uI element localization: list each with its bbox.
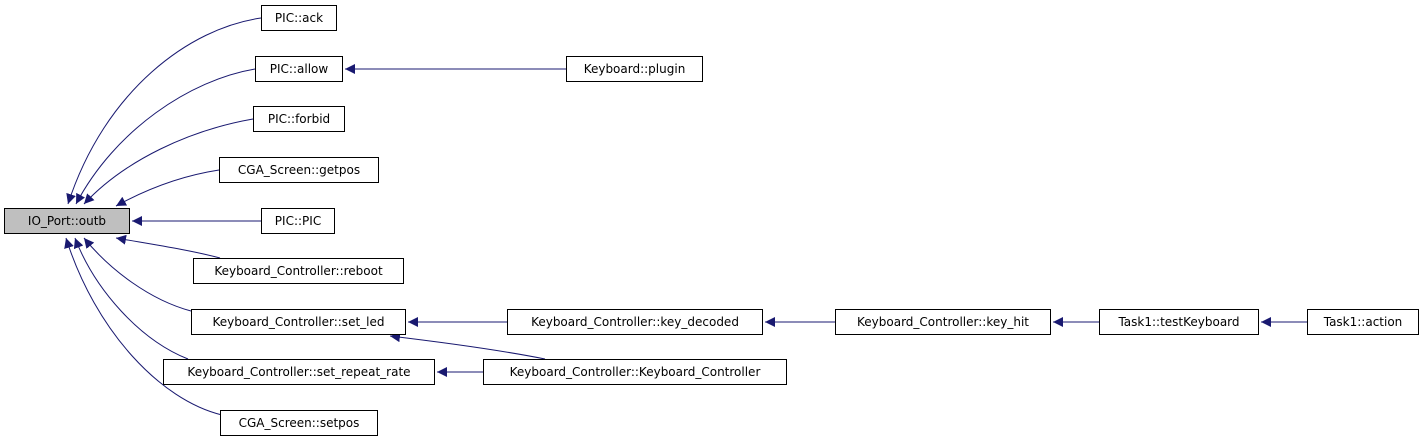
node-kc-key-hit[interactable]: Keyboard_Controller::key_hit	[835, 309, 1051, 335]
node-kc-constructor[interactable]: Keyboard_Controller::Keyboard_Controller	[483, 359, 787, 385]
node-ioport-outb: IO_Port::outb	[4, 208, 130, 234]
node-pic-forbid[interactable]: PIC::forbid	[253, 106, 345, 132]
edge-pic-forbid-to-ioport-outb	[83, 118, 254, 205]
edge-pic-allow-to-ioport-outb	[75, 68, 256, 205]
node-kc-reboot[interactable]: Keyboard_Controller::reboot	[193, 258, 404, 284]
edge-kc-ctor-to-kc-set-led	[389, 332, 546, 360]
node-pic-allow[interactable]: PIC::allow	[255, 56, 343, 82]
edge-cga-getpos-to-ioport-outb	[115, 169, 220, 207]
node-cga-getpos[interactable]: CGA_Screen::getpos	[219, 157, 379, 183]
node-task1-action[interactable]: Task1::action	[1307, 309, 1419, 335]
edge-kc-set-repeat-rate-to-ioport-outb	[73, 237, 189, 360]
node-pic-pic[interactable]: PIC::PIC	[261, 208, 335, 234]
edge-kc-set-led-to-ioport-outb	[83, 237, 192, 312]
node-kc-set-repeat-rate[interactable]: Keyboard_Controller::set_repeat_rate	[163, 359, 435, 385]
node-cga-setpos[interactable]: CGA_Screen::setpos	[220, 410, 378, 436]
node-keyboard-plugin[interactable]: Keyboard::plugin	[566, 56, 703, 82]
node-pic-ack[interactable]: PIC::ack	[261, 5, 337, 31]
edge-cga-setpos-to-ioport-outb	[64, 237, 223, 416]
node-kc-key-decoded[interactable]: Keyboard_Controller::key_decoded	[507, 309, 763, 335]
edge-pic-ack-to-ioport-outb	[66, 17, 262, 205]
node-task1-testkeyboard[interactable]: Task1::testKeyboard	[1099, 309, 1259, 335]
node-kc-set-led[interactable]: Keyboard_Controller::set_led	[191, 309, 406, 335]
edge-kc-reboot-to-ioport-outb	[115, 234, 221, 259]
